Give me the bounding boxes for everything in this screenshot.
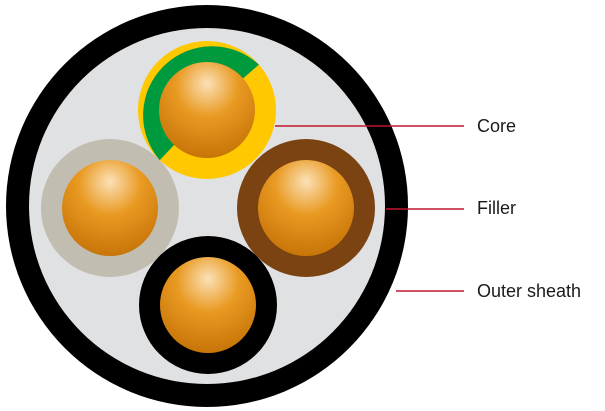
core-left-grey xyxy=(41,139,179,277)
core-right-brown xyxy=(237,139,375,277)
label-core: Core xyxy=(477,116,517,136)
label-outer-sheath: Outer sheath xyxy=(477,281,582,301)
label-filler: Filler xyxy=(477,198,516,218)
copper-conductor xyxy=(159,62,255,158)
copper-conductor xyxy=(258,160,354,256)
filler xyxy=(29,28,385,384)
copper-conductor xyxy=(160,257,256,353)
core-top-green-yellow xyxy=(138,41,276,179)
core-bottom-black xyxy=(139,236,277,374)
copper-conductor xyxy=(62,160,158,256)
